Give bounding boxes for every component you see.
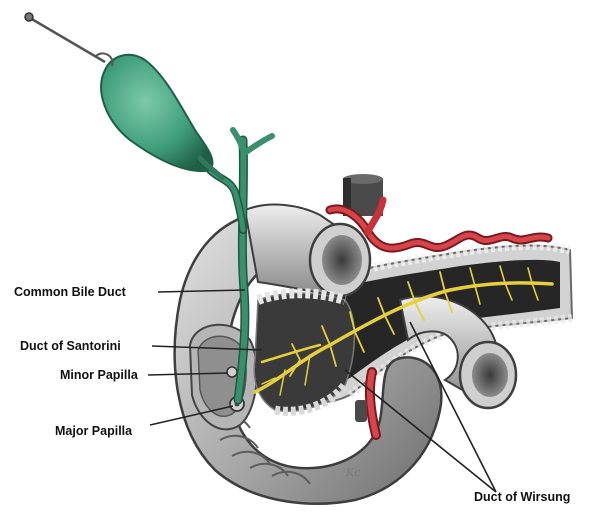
label-major-papilla: Major Papilla	[55, 424, 132, 438]
gallbladder	[101, 55, 222, 178]
label-minor-papilla: Minor Papilla	[60, 368, 138, 382]
hook-probe	[25, 13, 112, 66]
artist-signature: Kc	[346, 466, 360, 479]
label-common-bile-duct: Common Bile Duct	[14, 285, 126, 299]
minor-papilla-mark	[227, 367, 237, 377]
label-duct-of-wirsung: Duct of Wirsung	[474, 490, 570, 504]
pancreas-head	[254, 293, 354, 411]
label-duct-of-santorini: Duct of Santorini	[20, 339, 121, 353]
